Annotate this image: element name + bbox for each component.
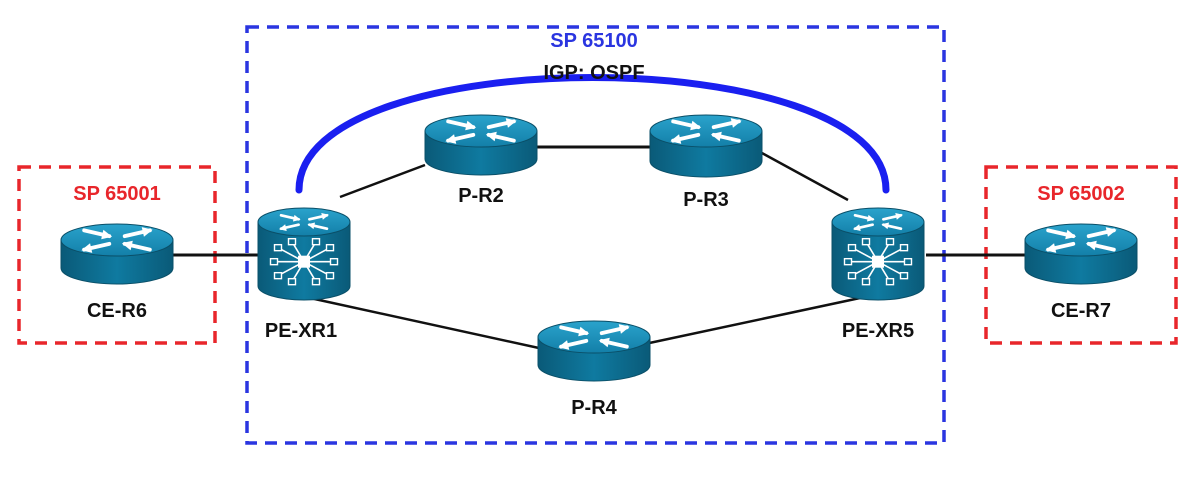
ce-r7-label: CE-R7 <box>1051 300 1111 322</box>
p-r3-label: P-R3 <box>683 189 729 211</box>
right-domain-title: SP 65002 <box>1037 183 1125 205</box>
router-arrows-icon <box>445 118 517 144</box>
ce-r6-label: CE-R6 <box>87 300 147 322</box>
switch-router-top <box>257 207 351 237</box>
pe-to-pe-tunnel <box>295 74 890 194</box>
router-top <box>537 320 651 354</box>
links <box>172 145 1030 352</box>
ce-r6-router[interactable] <box>60 223 174 285</box>
pe-xr1-router[interactable] <box>257 207 351 301</box>
router-top <box>60 223 174 257</box>
router-arrows-icon <box>279 213 329 231</box>
router-arrows-icon <box>853 213 903 231</box>
router-arrows-icon <box>670 118 742 144</box>
core-domain-box <box>245 25 946 445</box>
switch-fabric-icon <box>269 237 339 286</box>
core-domain-title: SP 65100 <box>550 30 638 52</box>
p-r2-router[interactable] <box>424 114 538 176</box>
p-r4-label: P-R4 <box>571 397 617 419</box>
switch-fabric-icon <box>843 237 913 286</box>
link-pe-xr1-p-r2 <box>339 163 426 199</box>
left-domain-title: SP 65001 <box>73 183 161 205</box>
p-r4-router[interactable] <box>537 320 651 382</box>
router-arrows-icon <box>1045 227 1117 253</box>
pe-xr1-label: PE-XR1 <box>265 320 337 342</box>
router-top <box>649 114 763 148</box>
link-p-r4-pe-xr5 <box>639 296 861 347</box>
ce-r7-router[interactable] <box>1024 223 1138 285</box>
router-top <box>1024 223 1138 257</box>
router-arrows-icon <box>558 324 630 350</box>
link-p-r3-pe-xr5 <box>759 150 849 202</box>
pe-xr5-router[interactable] <box>831 207 925 301</box>
link-pe-xr1-p-r4 <box>309 296 549 352</box>
router-arrows-icon <box>81 227 153 253</box>
core-domain-subtitle: IGP: OSPF <box>543 62 644 84</box>
p-r3-router[interactable] <box>649 114 763 178</box>
router-top <box>424 114 538 148</box>
p-r2-label: P-R2 <box>458 185 504 207</box>
pe-xr5-label: PE-XR5 <box>842 320 914 342</box>
switch-router-top <box>831 207 925 237</box>
